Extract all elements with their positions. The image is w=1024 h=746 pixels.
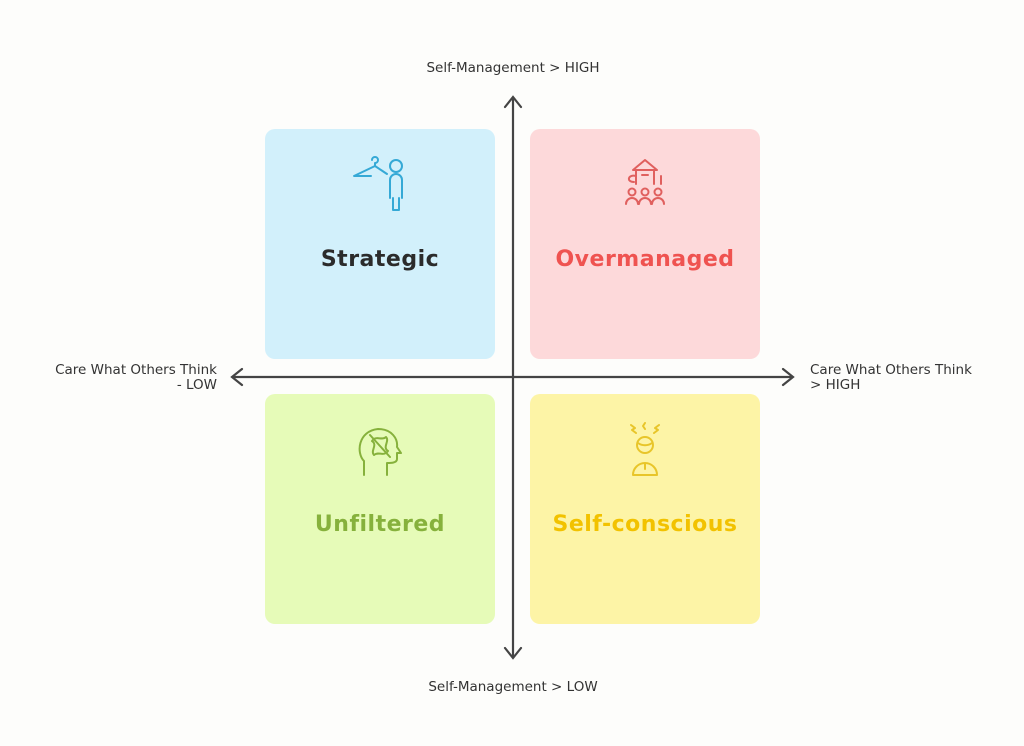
quadrant-title: Unfiltered (314, 512, 446, 537)
quadrant-overmanaged: Overmanaged (530, 129, 760, 359)
quadrant-unfiltered: Unfiltered (265, 394, 495, 624)
axis-label-bottom: Self-Management > LOW (428, 679, 598, 695)
arrow-down (503, 646, 523, 660)
arrow-left (230, 367, 244, 387)
quadrant-self-conscious: Self-conscious (530, 394, 760, 624)
arrow-right (781, 367, 795, 387)
quadrant-title: Overmanaged (555, 247, 735, 272)
axis-label-top: Self-Management > HIGH (426, 60, 600, 76)
teacher-group-icon (625, 159, 665, 205)
axis-label-right: Care What Others Think > HIGH (810, 362, 972, 393)
hanger-person-icon (353, 156, 403, 211)
stressed-person-icon (630, 422, 660, 476)
head-brain-icon (358, 428, 402, 476)
quadrant-strategic: Strategic (265, 129, 495, 359)
quadrant-title: Self-conscious (552, 512, 738, 537)
quadrant-title: Strategic (320, 247, 440, 272)
arrow-up (503, 95, 523, 109)
axis-label-left: Care What Others Think - LOW (55, 362, 217, 393)
